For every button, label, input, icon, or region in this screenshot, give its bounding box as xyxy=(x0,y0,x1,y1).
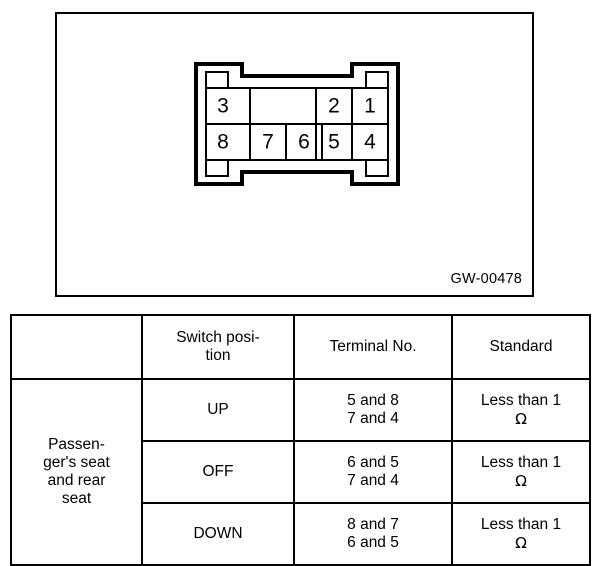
cell-switch-position-off: OFF xyxy=(141,440,295,504)
cell-switch-position-up: UP xyxy=(141,378,295,442)
pin-number-3: 3 xyxy=(217,95,229,118)
cell-standard-off-line-2: Ω xyxy=(515,472,527,490)
header-cell-switch-position: Switch posi- tion xyxy=(141,314,295,380)
tab-top-left xyxy=(205,71,229,89)
pin-number-7: 7 xyxy=(262,131,274,154)
cell-terminal-off-line-1: 6 and 5 xyxy=(347,453,399,471)
table-header-row: Switch posi- tion Terminal No. Standard xyxy=(10,314,591,380)
pin-number-4: 4 xyxy=(364,131,376,154)
group-label-passenger-and-rear-seat: Passen- ger's seat and rear seat xyxy=(10,378,143,566)
connector-diagram-panel: 3 2 1 8 7 6 5 4 GW-00478 xyxy=(55,12,534,297)
cell-terminal-up: 5 and 8 7 and 4 xyxy=(293,378,453,442)
inspection-standard-table: Switch posi- tion Terminal No. Standard … xyxy=(10,314,591,566)
header-switch-position-line-2: tion xyxy=(205,347,231,364)
table-row: OFF 6 and 5 7 and 4 Less than 1 Ω xyxy=(11,440,591,504)
pin-cell-4 xyxy=(351,123,389,161)
pin-number-6: 6 xyxy=(298,131,310,154)
header-cell-blank xyxy=(10,314,143,380)
cell-standard-up: Less than 1 Ω xyxy=(451,378,591,442)
header-switch-position-line-1: Switch posi- xyxy=(176,328,260,346)
pin-number-1: 1 xyxy=(364,95,376,118)
table-row: Passen- ger's seat and rear seat UP 5 an… xyxy=(10,378,591,566)
pin-cell-6 xyxy=(285,123,323,161)
cell-terminal-up-line-2: 7 and 4 xyxy=(347,410,399,427)
pin-number-8: 8 xyxy=(217,131,229,154)
group-label-line-2: ger's seat xyxy=(43,453,110,471)
connector-outer-shell xyxy=(194,62,400,186)
header-cell-terminal-no: Terminal No. xyxy=(293,314,453,380)
group-label-line-4: seat xyxy=(61,490,92,508)
connector-illustration: 3 2 1 8 7 6 5 4 xyxy=(194,62,400,186)
cell-standard-off: Less than 1 Ω xyxy=(451,440,591,504)
cell-terminal-down: 8 and 7 6 and 5 xyxy=(293,502,453,566)
pin-number-2: 2 xyxy=(328,95,340,118)
pin-number-5: 5 xyxy=(328,131,340,154)
cell-standard-up-line-1: Less than 1 xyxy=(480,391,562,409)
group-label-line-3: and rear xyxy=(47,472,106,489)
connector-svg: 3 2 1 8 7 6 5 4 xyxy=(194,62,400,186)
cell-terminal-off-line-2: 7 and 4 xyxy=(347,472,399,489)
cell-standard-off-line-1: Less than 1 xyxy=(480,453,562,471)
cell-standard-down: Less than 1 Ω xyxy=(451,502,591,566)
cell-standard-down-line-2: Ω xyxy=(515,534,527,552)
cell-terminal-down-line-1: 8 and 7 xyxy=(347,515,399,533)
cell-switch-position-down: DOWN xyxy=(141,502,295,566)
cell-standard-down-line-1: Less than 1 xyxy=(480,515,562,533)
cell-terminal-up-line-1: 5 and 8 xyxy=(347,391,399,409)
tab-bottom-left xyxy=(205,159,229,177)
group-label-line-1: Passen- xyxy=(48,435,105,453)
cell-terminal-off: 6 and 5 7 and 4 xyxy=(293,440,453,504)
figure-code-label: GW-00478 xyxy=(450,271,522,287)
header-cell-standard: Standard xyxy=(451,314,591,380)
cell-terminal-down-line-2: 6 and 5 xyxy=(347,534,399,551)
tab-bottom-right xyxy=(365,159,389,177)
cell-standard-up-line-2: Ω xyxy=(515,410,527,428)
tab-top-right xyxy=(365,71,389,89)
